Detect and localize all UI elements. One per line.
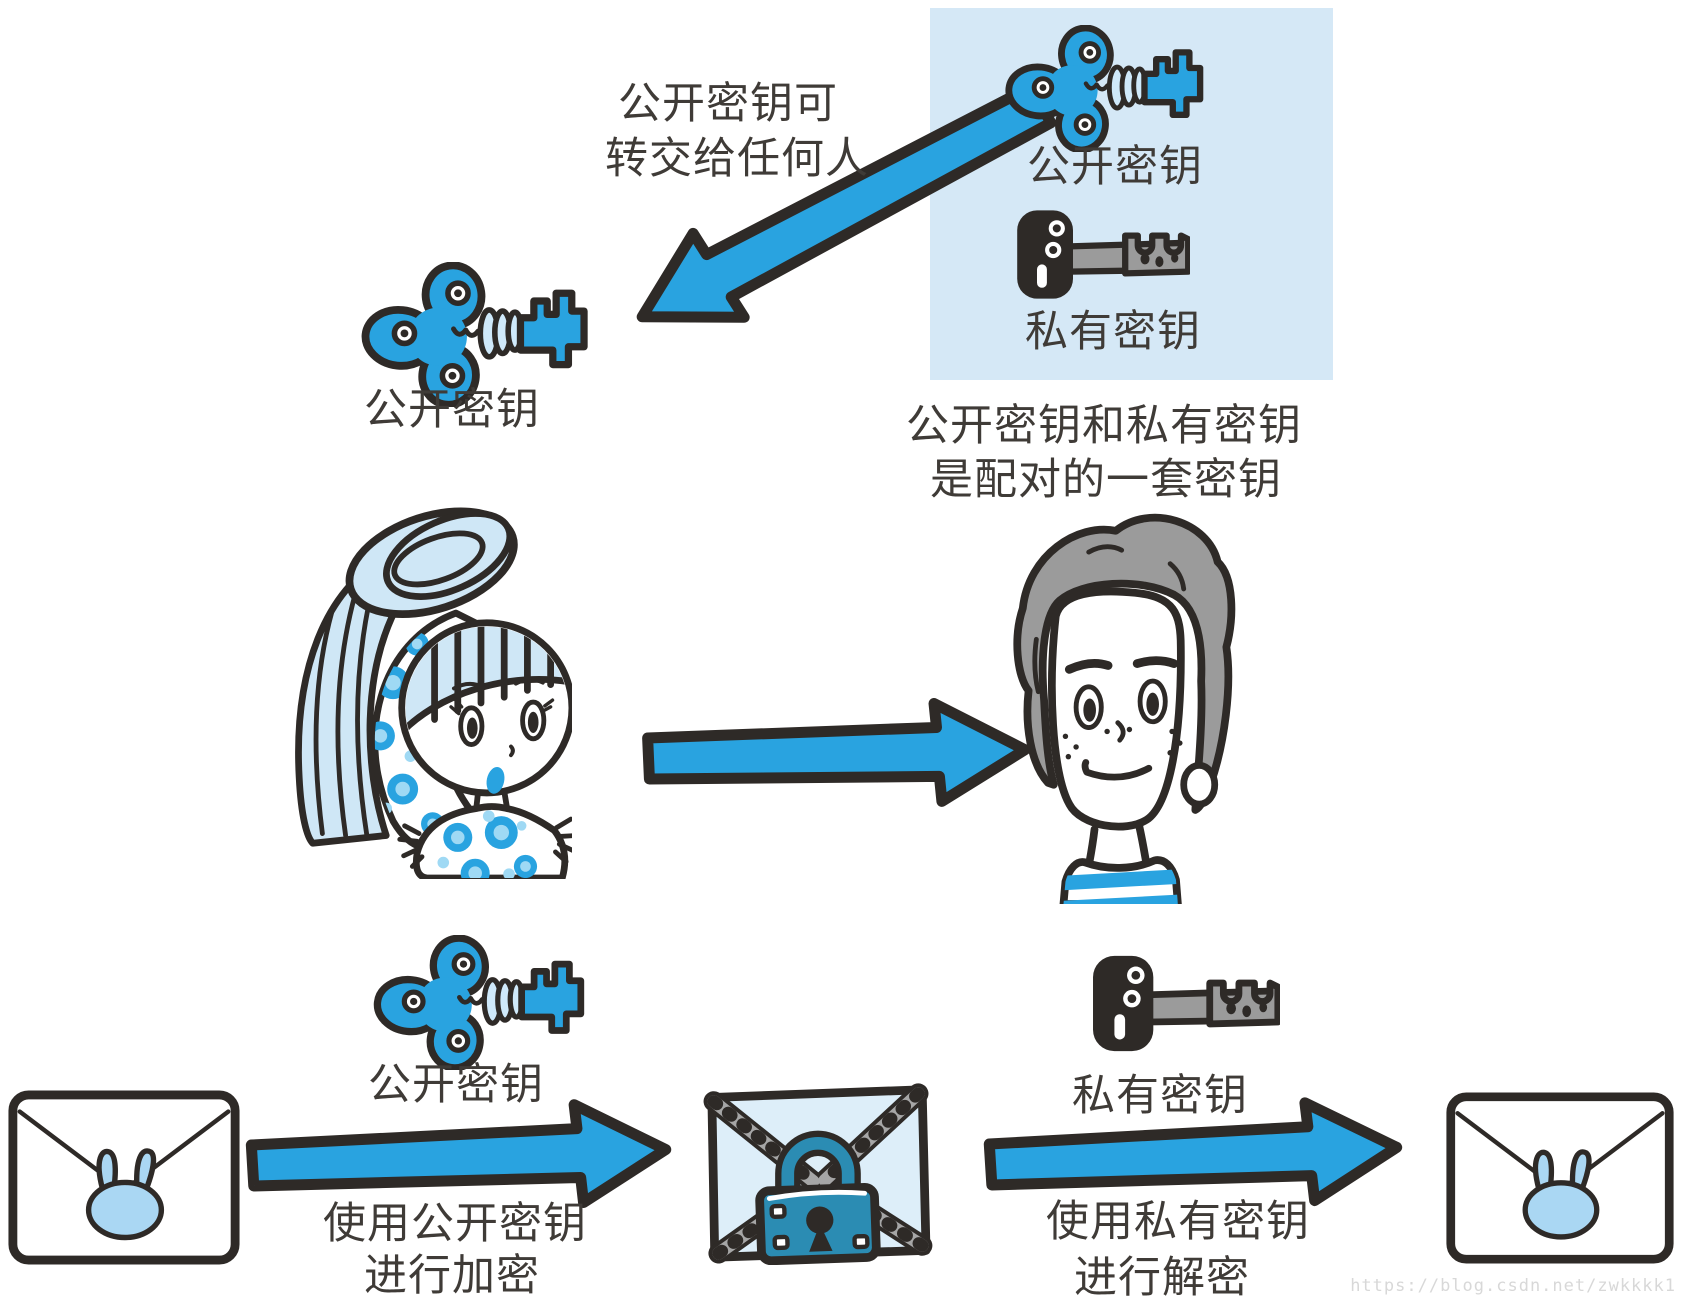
encrypt-key-label: 公开密钥: [368, 1060, 544, 1110]
receiver-boy-icon: [1017, 518, 1231, 904]
plain-letter-icon: [13, 1095, 235, 1260]
pair-note-line2: 是配对的一套密钥: [930, 455, 1282, 505]
decrypt-key-label: 私有密钥: [1072, 1071, 1248, 1121]
received-public-key-label: 公开密钥: [364, 385, 540, 435]
sender-girl-icon: [299, 492, 577, 887]
watermark-url: https://blog.csdn.net/zwkkkk1: [1350, 1276, 1676, 1296]
transfer-arrow: [636, 81, 1057, 323]
decrypt-private-key-icon: [1093, 956, 1278, 1051]
send-arrow: [642, 697, 1031, 807]
pair-note-line1: 公开密钥和私有密钥: [906, 401, 1302, 451]
transfer-note-line2: 转交给任何人: [605, 134, 869, 184]
box-private-key-label: 私有密钥: [1025, 307, 1201, 357]
decrypt-caption-line2: 进行解密: [1074, 1253, 1250, 1303]
transfer-note-line1: 公开密钥可: [618, 79, 838, 129]
box-public-key-label: 公开密钥: [1027, 142, 1203, 192]
encrypted-letter-icon: [712, 1090, 926, 1261]
encrypt-caption-line1: 使用公开密钥: [323, 1199, 587, 1249]
encrypt-arrow: [245, 1099, 672, 1208]
encrypt-caption-line2: 进行加密: [364, 1251, 540, 1301]
decrypted-letter-icon: [1451, 1097, 1669, 1259]
decrypt-arrow: [983, 1097, 1403, 1207]
decrypt-caption-line1: 使用私有密钥: [1046, 1197, 1310, 1247]
